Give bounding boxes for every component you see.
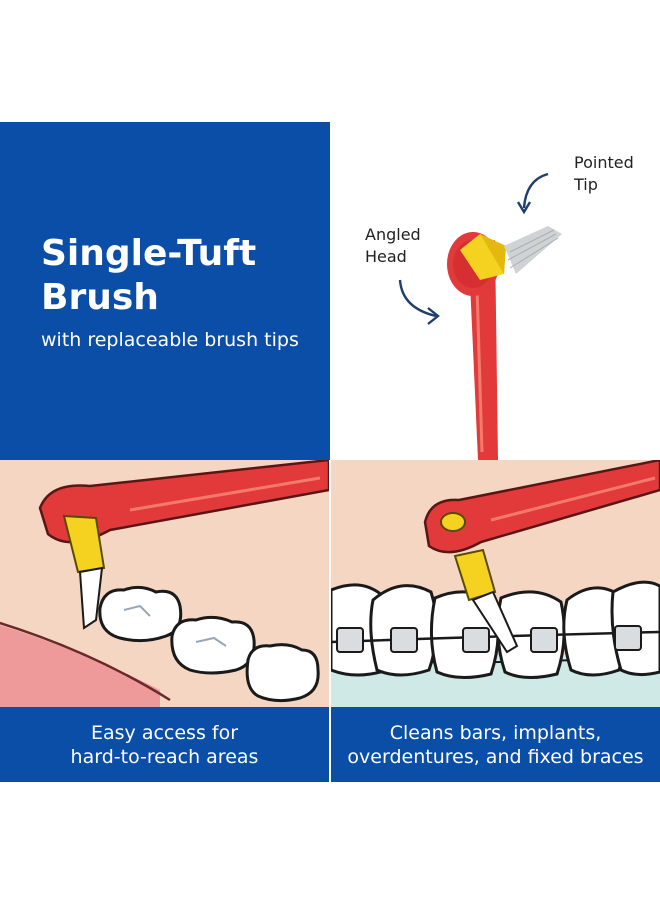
bracket-5 [614,625,642,651]
bristle-tuft [504,226,562,274]
callout-pointed-line1: Pointed [574,153,634,172]
tooth-5 [562,586,628,677]
brush-handle-left-highlight [129,476,321,512]
product-title: Single-Tuft Brush [41,232,256,320]
caption-right: Cleans bars, implants, overdentures, and… [331,707,660,782]
bracket-1 [336,627,364,653]
callout-angled-head: Angled Head [365,224,421,268]
product-subtitle: with replaceable brush tips [41,329,299,351]
caption-left: Easy access for hard-to-reach areas [0,707,329,782]
callout-pointed-line2: Tip [574,175,598,194]
scene-molars [0,460,329,707]
arrow-pointed-tip [522,172,549,209]
molar-grooves [123,604,227,647]
arrow-angled-head [398,279,437,318]
title-line-2: Brush [41,277,159,318]
molar-3 [245,643,320,703]
caption-right-line2: overdentures, and fixed braces [347,745,644,768]
molars-illustration [0,460,329,707]
callout-angled-line2: Head [365,247,407,266]
brace-brackets [336,625,642,653]
product-illustration: Pointed Tip Angled Head [330,122,660,460]
bracket-4 [530,627,558,653]
title-panel [0,122,330,460]
molar-1 [98,585,183,643]
braces-illustration [331,460,660,707]
tip-holder-shade [480,234,506,274]
brush-cap-right [440,512,466,532]
scene-braces [331,460,660,707]
caption-left-line2: hard-to-reach areas [70,745,259,768]
bracket-2 [390,627,418,653]
arrow-pointed-tip-head [516,201,532,215]
gum-tissue [0,625,160,707]
arrow-angled-head-head [427,307,440,325]
caption-left-line1: Easy access for [90,721,239,744]
bristles-right [471,590,519,654]
bristles-left [78,566,104,630]
callout-angled-line1: Angled [365,225,421,244]
gum-line [0,621,171,702]
panel-divider [329,460,331,782]
bracket-3 [462,627,490,653]
molar-2 [170,615,256,675]
brush-handle-right-highlight [490,476,656,522]
brush-tip-left [62,514,106,574]
caption-right-line1: Cleans bars, implants, [389,721,602,744]
brush-tip-right [453,548,497,602]
callout-pointed-tip: Pointed Tip [574,152,634,196]
title-line-1: Single-Tuft [41,233,257,274]
brush-illustration [398,172,562,460]
bristle-lines [507,229,559,269]
